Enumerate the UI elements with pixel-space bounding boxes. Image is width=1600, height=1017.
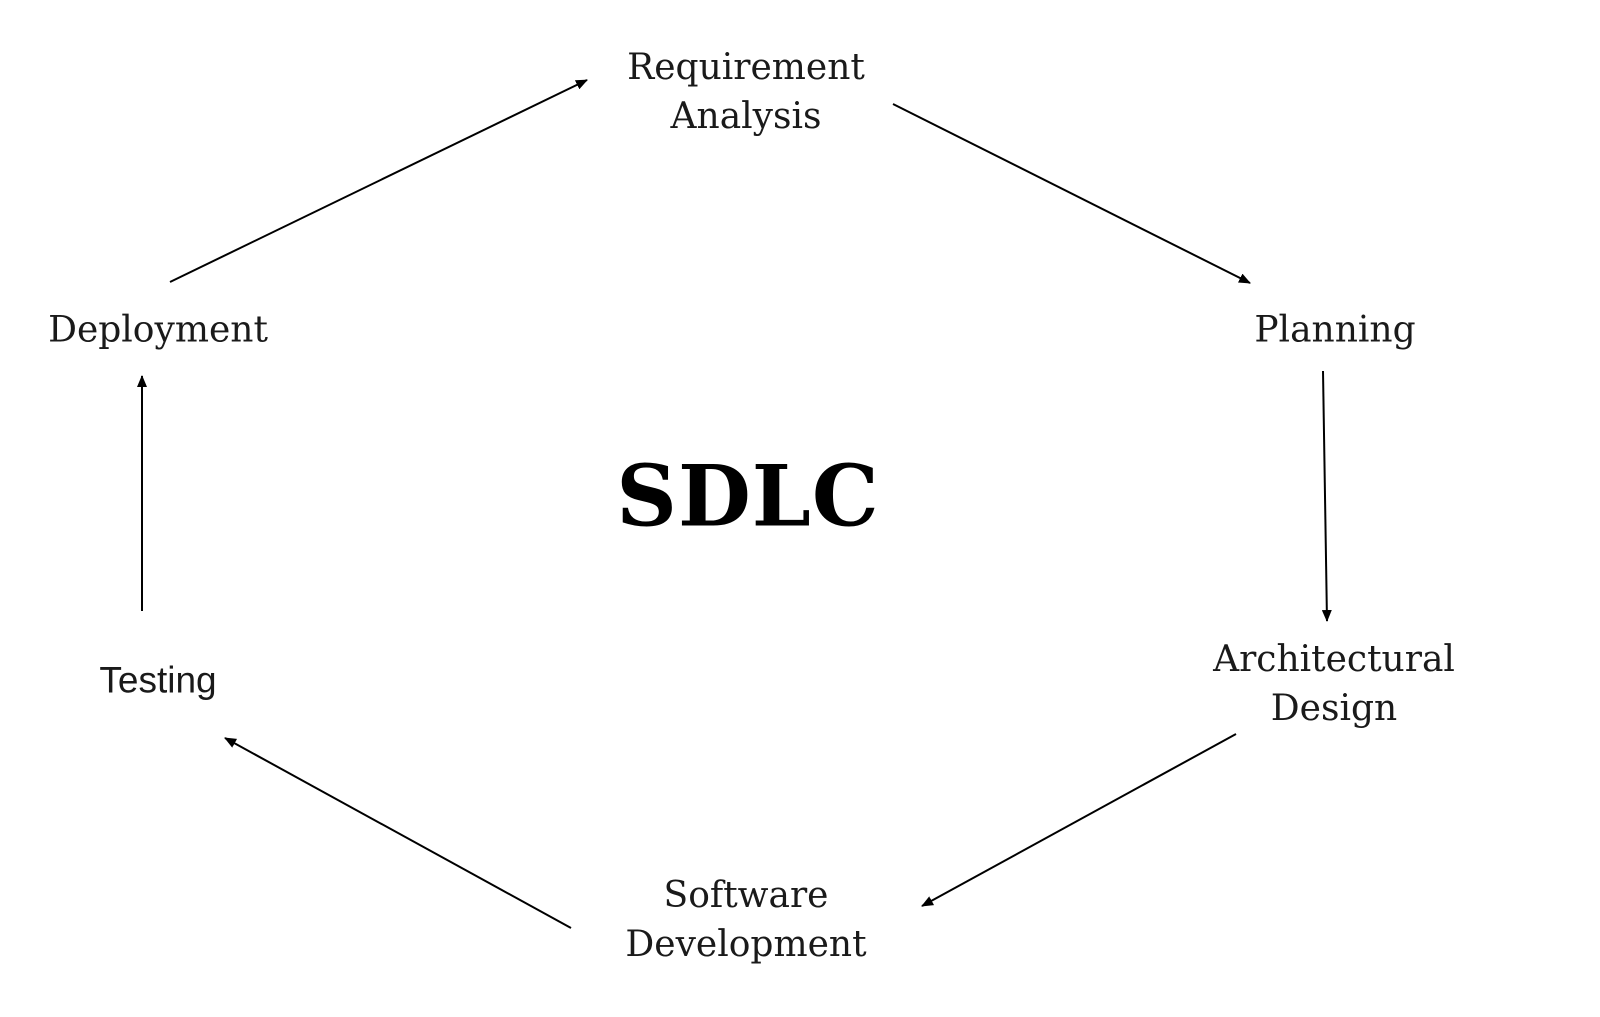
stage-requirement-analysis: Requirement Analysis [627,43,865,141]
stage-planning: Planning [1254,306,1415,355]
stage-label-line: Testing [99,659,217,701]
stage-label-line: Requirement [627,47,865,88]
stage-label-line: Deployment [48,309,268,351]
stage-deployment: Deployment [48,306,268,355]
arrow-software-development-to-testing [224,737,572,929]
stage-testing: Testing [99,656,216,705]
arrow-planning-to-architectural-design [1321,370,1332,622]
stage-label-line: Planning [1254,309,1416,351]
diagram-title: SDLC [616,446,880,546]
stage-architectural-design: Architectural Design [1213,635,1455,733]
arrow-requirement-to-planning [892,103,1251,284]
stage-label-line: Architectural [1213,639,1455,680]
stage-label-line: Analysis [670,96,822,137]
arrow-architectural-design-to-software-development [921,733,1237,907]
stage-software-development: Software Development [625,871,866,969]
stage-label-line: Software [663,875,829,916]
arrow-deployment-to-requirement [169,79,588,283]
stage-label-line: Design [1270,688,1398,729]
stage-label-line: Development [625,924,867,965]
